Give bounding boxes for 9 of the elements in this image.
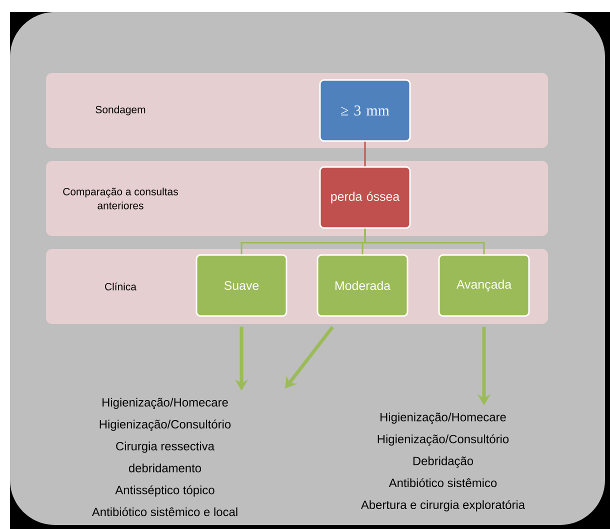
process-box: Suave [196, 254, 288, 317]
process-box: perda óssea [319, 166, 411, 229]
treatment-list: Higienização/Homecare Higienização/Consultório Debridação Antibiótico sistêmico Abertura e cirurgia exploratória [360, 412, 526, 512]
process-box: ≥ 3 mm [319, 79, 411, 142]
treatment-list: Higienização/Homecare Higienização/Consultório Cirurgia ressectiva debridamento Antisséptico tópico Antibiótico sistêmico e local [92, 398, 238, 516]
process-box: Moderada [316, 254, 408, 317]
connector-line [364, 142, 366, 166]
connector-line [364, 228, 485, 254]
process-box: Avançada [438, 254, 530, 317]
